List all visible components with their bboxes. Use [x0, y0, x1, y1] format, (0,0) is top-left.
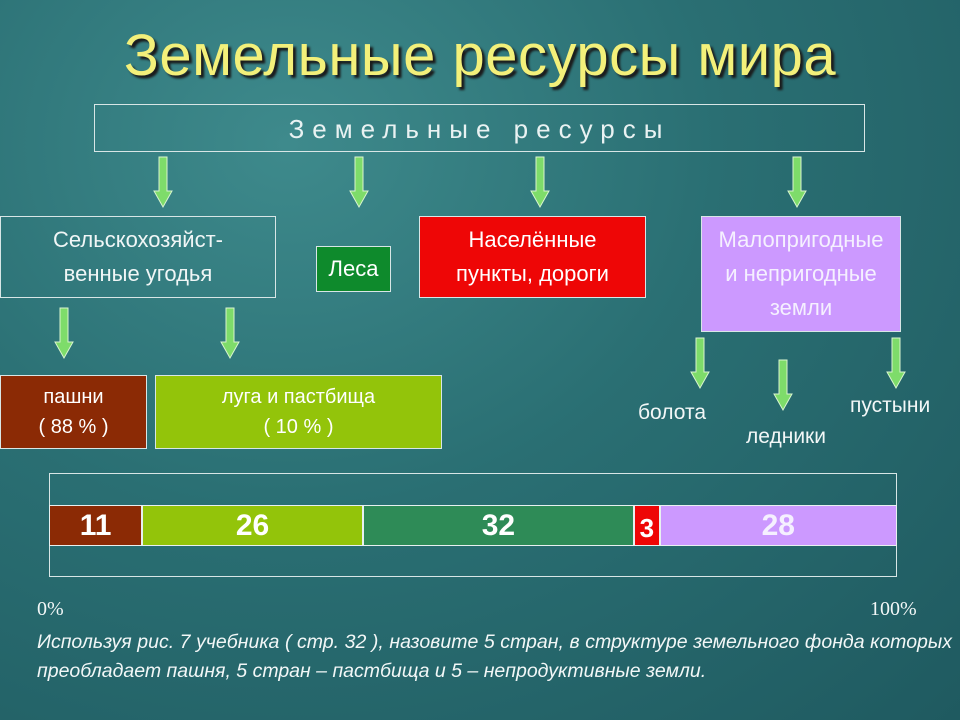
subcategory-meadows: луга и пастбища ( 10 % ): [155, 375, 442, 449]
arrow-down-icon: [787, 156, 807, 208]
bar-value-label: 32: [481, 508, 516, 542]
category-unsuitable-line3: земли: [769, 295, 833, 320]
arrow-down-icon: [886, 337, 906, 389]
root-box-land-resources: Земельные ресурсы: [94, 104, 865, 152]
tick-label-0: 0%: [37, 598, 64, 620]
bar-segment-meadows: 26: [142, 505, 363, 546]
subcategory-meadows-pct: ( 10 % ): [263, 416, 334, 438]
bar-segment-forests: 32: [362, 505, 635, 546]
bar-value-label: 26: [235, 508, 270, 542]
category-agricultural-land: Сельскохозяйст- венные угодья: [0, 216, 276, 298]
label-deserts: пустыни: [850, 394, 931, 417]
category-agricultural-line2: венные угодья: [63, 261, 213, 286]
subcategory-arable-label: пашни: [43, 386, 104, 408]
subcategory-arable: пашни ( 88 % ): [0, 375, 147, 449]
category-unsuitable-line2: и непригодные: [725, 261, 877, 286]
bar-value-label: 11: [79, 508, 112, 542]
arrow-down-icon: [690, 337, 710, 389]
category-settlements-roads: Населённые пункты, дороги: [419, 216, 646, 298]
arrow-down-icon: [773, 359, 793, 411]
tick-label-100: 100%: [870, 598, 917, 620]
label-swamps: болота: [638, 401, 707, 424]
task-note: Используя рис. 7 учебника ( стр. 32 ), н…: [37, 631, 952, 682]
page-title: Земельные ресурсы мира: [123, 23, 837, 88]
category-forests: Леса: [316, 246, 391, 292]
arrow-down-icon: [54, 307, 74, 359]
arrow-down-icon: [153, 156, 173, 208]
bar-segment-arable: 11: [49, 505, 143, 546]
subcategory-arable-pct: ( 88 % ): [38, 416, 109, 438]
stacked-bar: 11 26 32 3 28: [49, 505, 897, 546]
bar-segment-unsuitable: 28: [659, 505, 897, 546]
category-unsuitable-land: Малопригодные и непригодные земли: [701, 216, 901, 332]
arrow-down-icon: [349, 156, 369, 208]
category-settlements-line1: Населённые: [468, 227, 597, 252]
category-unsuitable-line1: Малопригодные: [718, 227, 884, 252]
category-agricultural-line1: Сельскохозяйст-: [53, 227, 223, 252]
subcategory-meadows-label: луга и пастбища: [221, 386, 376, 408]
label-glaciers: ледники: [746, 425, 826, 448]
bar-value-label: 28: [761, 508, 795, 542]
bar-value-label: 3: [639, 513, 655, 543]
category-settlements-line2: пункты, дороги: [456, 261, 609, 286]
arrow-down-icon: [530, 156, 550, 208]
arrow-down-icon: [220, 307, 240, 359]
bar-segment-settlements: 3: [634, 505, 660, 546]
